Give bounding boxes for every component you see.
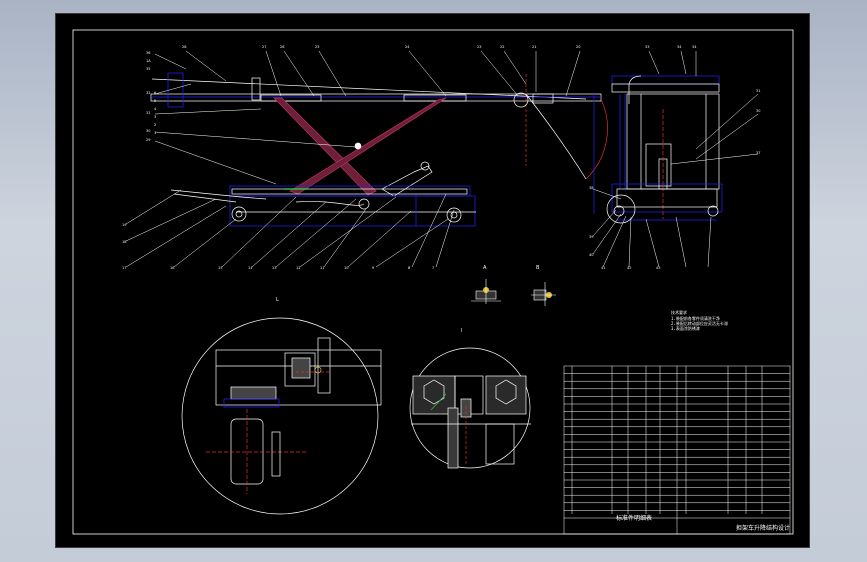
balloon-main-15: 15 [218, 266, 222, 270]
balloon-side-8: 40 [589, 253, 593, 257]
balloon-main-36: 36 [146, 51, 150, 55]
balloon-side-7: 39 [589, 235, 593, 239]
balloon-side-11: 43 [656, 266, 660, 270]
drawing-sheet: 技术要求 1.装配前各零件须清洗干净 2.装配后转动部位应灵活无卡滞 3.表面涂… [55, 13, 810, 548]
balloon-main-32: 32 [146, 91, 150, 95]
balloon-main-17: 17 [122, 266, 126, 270]
balloon-main-29: 29 [146, 138, 150, 142]
balloon-side-6: 38 [589, 186, 593, 190]
balloon-side-4: 30 [756, 109, 760, 113]
notes-heading: 技术要求 [671, 309, 687, 315]
balloon-main-14: 14 [248, 266, 253, 270]
balloon-main-5: 5 [154, 99, 156, 103]
balloon-main-25: 25 [315, 45, 319, 49]
balloon-main-30: 30 [146, 129, 150, 133]
tech-notes: 技术要求 1.装配前各零件须清洗干净 2.装配后转动部位应灵活无卡滞 3.表面涂… [671, 309, 728, 331]
drawing-frame [72, 29, 794, 535]
balloon-main-4: 4 [154, 107, 157, 111]
balloon-main-2: 2 [154, 123, 156, 127]
note-line-2: 2.装配后转动部位应灵活无卡滞 [671, 320, 728, 326]
balloon-main-13: 13 [272, 266, 276, 270]
cad-drawing: 技术要求 1.装配前各零件须清洗干净 2.装配后转动部位应灵活无卡滞 3.表面涂… [72, 29, 794, 535]
balloon-main-1A: 1A [146, 59, 151, 63]
note-line-1: 1.装配前各零件须清洗干净 [671, 315, 720, 321]
detail-i [409, 347, 531, 469]
balloon-main-22: 22 [500, 45, 504, 49]
balloon-side-10: 42 [627, 266, 631, 270]
balloon-main-28: 28 [182, 45, 186, 49]
main-leaders [125, 50, 581, 268]
label-detail-i: I [461, 328, 462, 334]
drawing-name: 担架车升降结构设计 [736, 524, 790, 532]
end-leaders [592, 50, 759, 268]
balloon-main-23: 23 [477, 45, 481, 49]
note-line-3: 3.表面涂防锈漆 [671, 325, 700, 331]
small-sections [471, 279, 556, 306]
balloon-main-16: 16 [170, 266, 174, 270]
balloon-main-7: 7 [432, 266, 434, 270]
balloon-side-3: 31 [756, 89, 760, 93]
balloon-main-12: 12 [296, 266, 300, 270]
label-detail-l: L [276, 297, 279, 303]
main-side-view [150, 72, 608, 227]
balloon-main-24: 24 [405, 45, 410, 49]
bom-heading: 标准件明细表 [616, 514, 652, 522]
balloon-main-31: 31 [146, 111, 150, 115]
balloon-main-35: 35 [146, 67, 150, 71]
balloon-side-2: 34 [692, 45, 697, 49]
balloon-main-1: 1 [154, 131, 156, 135]
balloon-main-21: 21 [532, 45, 536, 49]
balloon-side-9: 41 [601, 266, 605, 270]
balloon-side-1: 34 [677, 45, 682, 49]
balloon-side-5: 37 [756, 151, 760, 155]
detail-l [181, 317, 382, 515]
balloon-main-18: 18 [122, 240, 126, 244]
balloon-main-9: 9 [372, 266, 374, 270]
end-view [593, 75, 723, 224]
balloon-main-26: 26 [280, 45, 284, 49]
balloon-main-6: 6 [154, 91, 156, 95]
balloon-main-11: 11 [320, 266, 324, 270]
balloon-main-10: 10 [344, 266, 348, 270]
label-section-a: A [483, 265, 487, 271]
balloon-main-3: 3 [154, 115, 156, 119]
balloon-main-8: 8 [408, 266, 410, 270]
balloon-main-19: 19 [122, 223, 126, 227]
bom-table [563, 365, 791, 535]
balloon-main-27: 27 [262, 45, 266, 49]
balloon-main-20: 20 [576, 45, 580, 49]
label-section-b: B [536, 265, 540, 271]
balloon-side-0: 33 [645, 45, 649, 49]
